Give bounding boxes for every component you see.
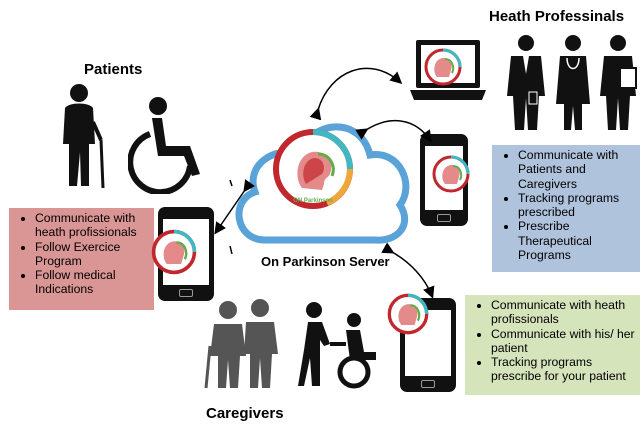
professionals-heading: Heath Professinals [489,8,625,25]
caregivers-heading: Caregivers [206,405,284,422]
patient-phone-logo [150,228,198,276]
professionals-box: Communicate with Patients and Caregivers… [492,145,640,272]
doctor-with-clipboard-icon [600,35,637,130]
wheelchair-user-icon [128,97,200,194]
patients-box: Communicate with heath profissionals Fol… [9,208,154,310]
caregiver-phone-logo [386,292,430,336]
elderly-person-with-cane-icon [63,84,105,189]
patients-item-1: Communicate with heath profissionals [35,211,150,240]
patients-item-2: Follow Exercice Program [35,240,150,269]
caregivers-box: Communicate with heath profissionals Com… [465,295,640,395]
professionals-item-1: Communicate with Patients and Caregivers [518,148,636,191]
nurse-icon [556,35,590,130]
server-label: On Parkinson Server [261,254,390,269]
caregivers-item-3: Tracking programs prescribe for your pat… [491,355,636,384]
caregivers-item-2: Communicate with his/ her patient [491,327,636,356]
person-pushing-wheelchair-icon [298,302,376,389]
patients-heading: Patients [84,61,143,78]
doctor-icon [507,35,545,130]
professional-phone-logo [431,154,471,194]
laptop-logo [423,47,463,87]
caregivers-item-1: Communicate with heath profissionals [491,298,636,327]
cloud-logo-text: ON Parkinson [293,198,333,204]
elderly-couple-icon [204,299,278,389]
professionals-item-3: Prescribe Therapeutical Programs [518,219,636,262]
cloud-logo: ON Parkinson [272,128,354,210]
patients-item-3: Follow medical Indications [35,268,150,297]
professionals-item-2: Tracking programs prescribed [518,191,636,220]
